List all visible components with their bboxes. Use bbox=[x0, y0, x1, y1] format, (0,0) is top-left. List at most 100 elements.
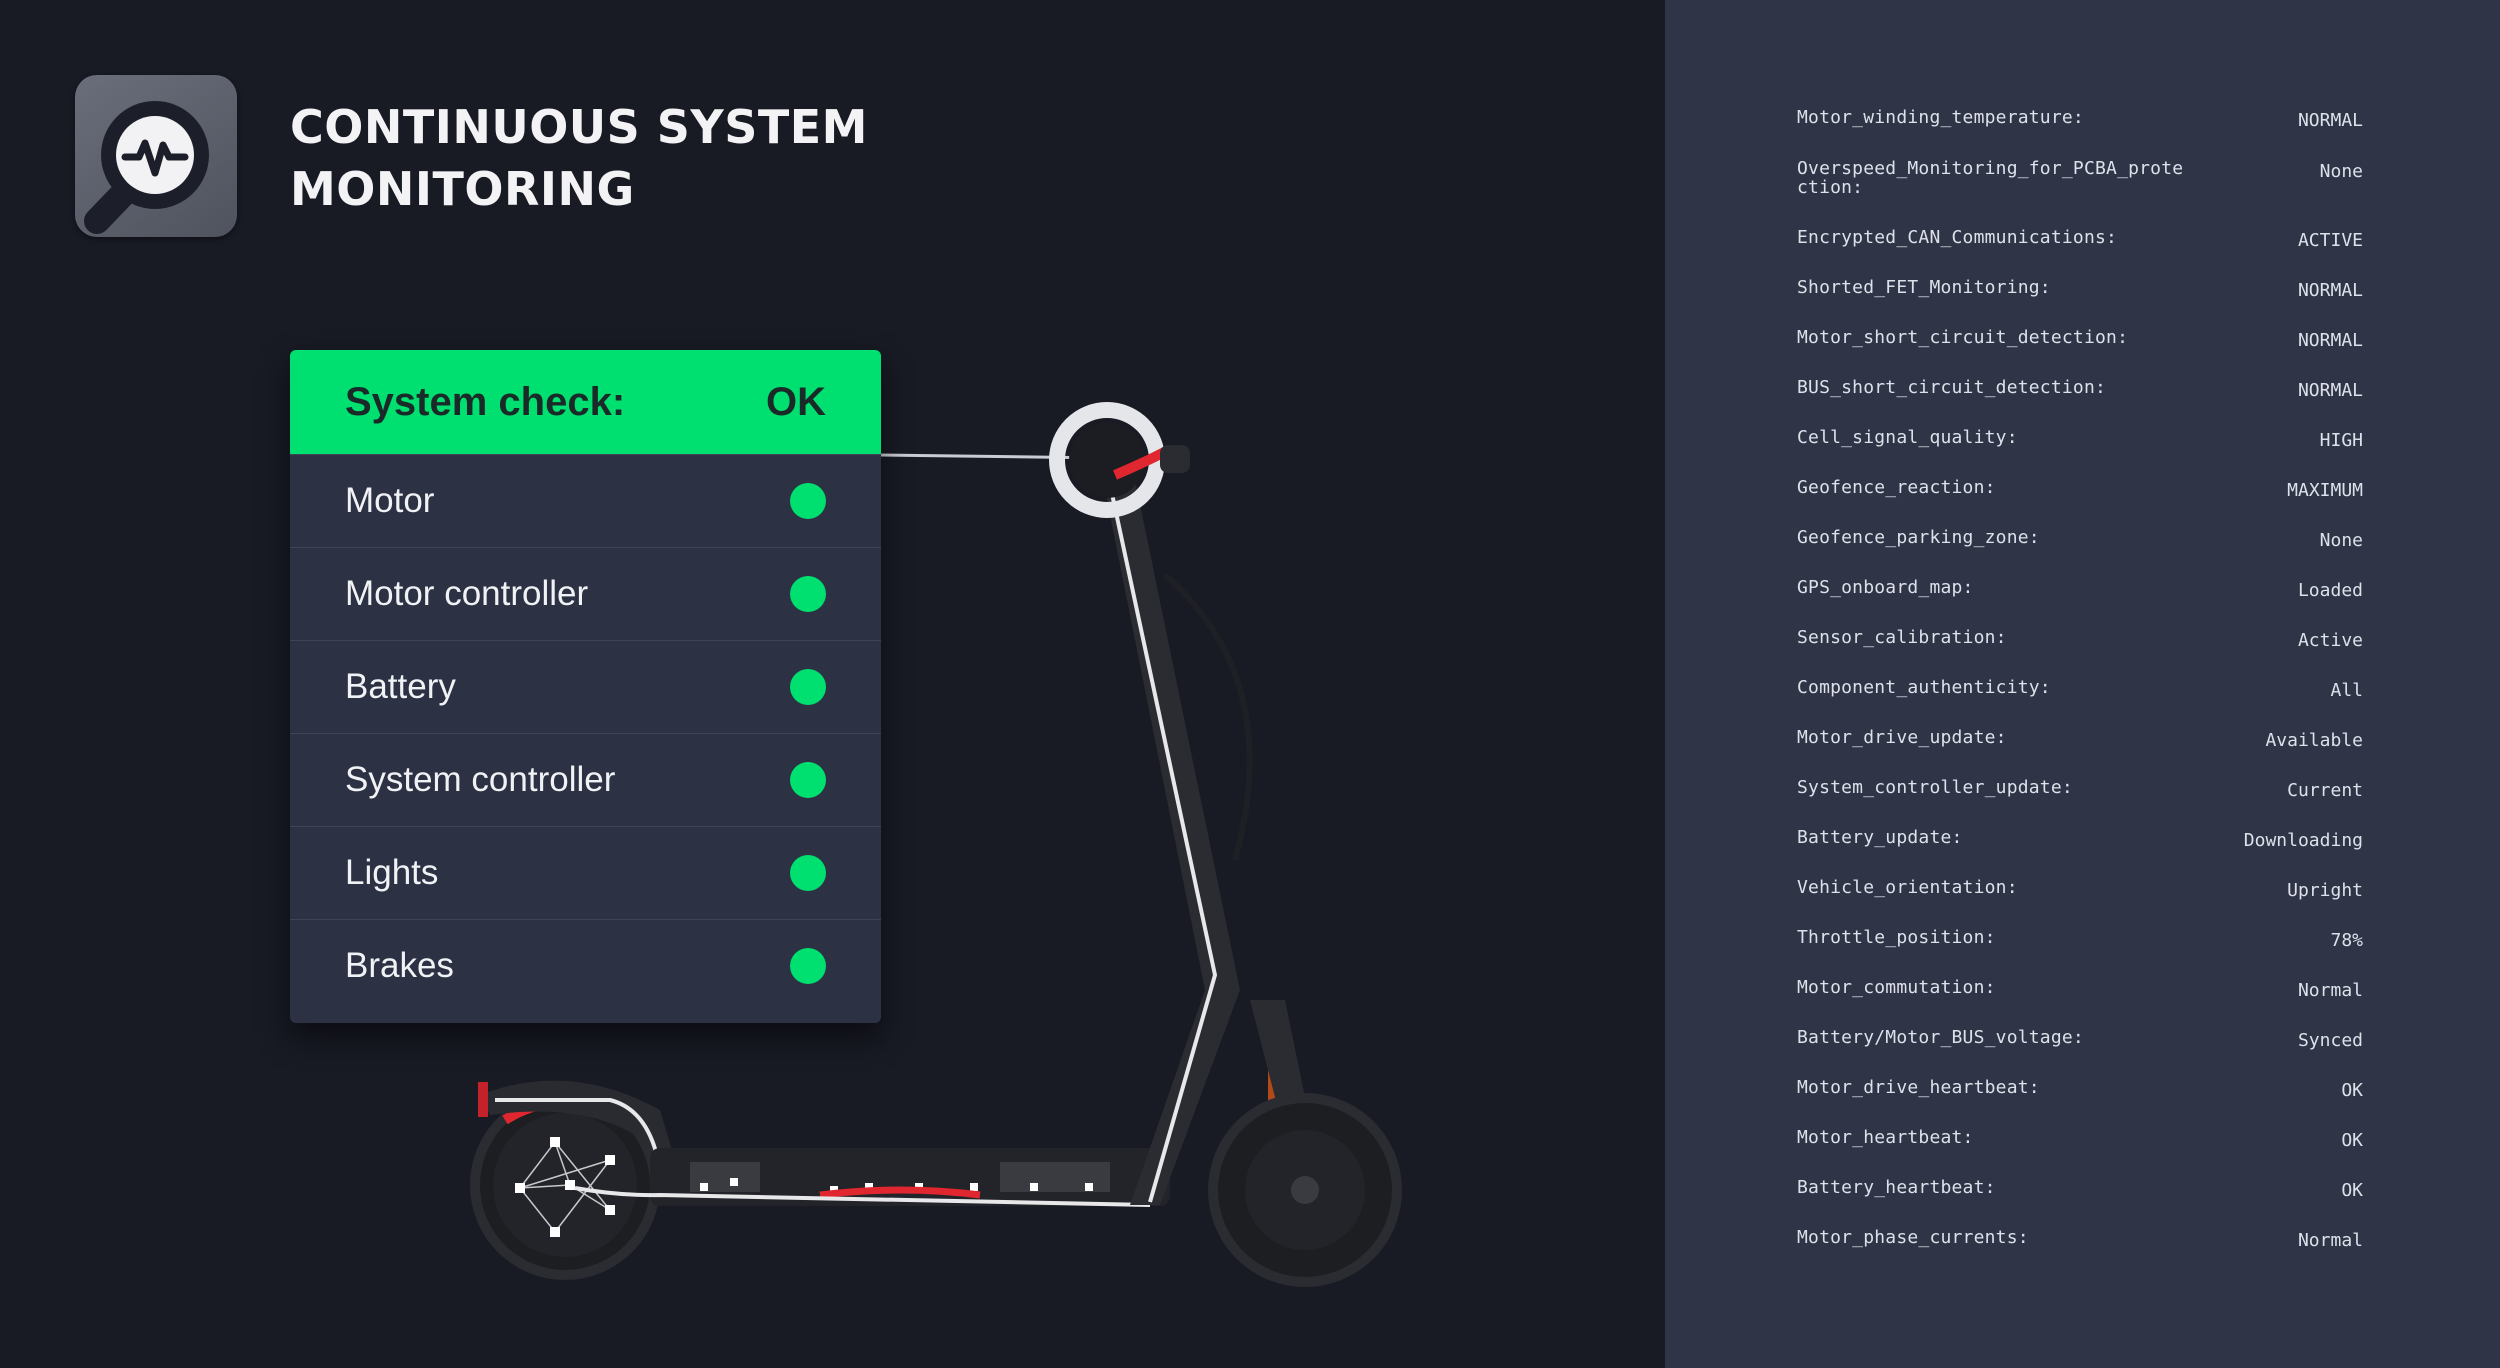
metric-row: Motor_short_circuit_detection: NORMAL bbox=[1797, 328, 2363, 350]
metric-row: Motor_heartbeat: OK bbox=[1797, 1128, 2363, 1150]
metric-key: Geofence_reaction: bbox=[1797, 477, 1996, 498]
status-ok-indicator bbox=[790, 762, 826, 798]
metric-value: ACTIVE bbox=[2297, 230, 2363, 251]
metric-value: Downloading bbox=[2243, 830, 2363, 851]
metric-key: Vehicle_orientation: bbox=[1797, 877, 2018, 898]
status-ok-indicator bbox=[790, 855, 826, 891]
metric-key: Battery/Motor_BUS_voltage: bbox=[1797, 1027, 2084, 1048]
metric-key: Motor_winding_temperature: bbox=[1797, 107, 2084, 128]
metric-row: Overspeed_Monitoring_for_PCBA_protection… bbox=[1797, 159, 2363, 197]
metric-row: Shorted_FET_Monitoring: NORMAL bbox=[1797, 278, 2363, 300]
metric-key: Motor_commutation: bbox=[1797, 977, 1996, 998]
metric-key: Cell_signal_quality: bbox=[1797, 427, 2018, 448]
metric-value: None bbox=[2319, 161, 2363, 182]
metric-key: Battery_heartbeat: bbox=[1797, 1177, 1996, 1198]
page-title-line-1: CONTINUOUS SYSTEM bbox=[290, 100, 868, 154]
app-logo bbox=[75, 75, 237, 237]
check-row-label: System controller bbox=[345, 760, 616, 799]
metric-row: Geofence_reaction: MAXIMUM bbox=[1797, 478, 2363, 500]
metric-value: Synced bbox=[2297, 1030, 2363, 1051]
check-row-brakes: Brakes bbox=[290, 919, 881, 1012]
check-row-motor-controller: Motor controller bbox=[290, 547, 881, 640]
metric-row: Sensor_calibration: Active bbox=[1797, 628, 2363, 650]
rear-wheel bbox=[470, 1090, 660, 1280]
metric-row: Geofence_parking_zone: None bbox=[1797, 528, 2363, 550]
metric-row: Motor_winding_temperature: NORMAL bbox=[1797, 108, 2363, 130]
system-check-card: System check: OK Motor Motor controller … bbox=[290, 350, 881, 1023]
metric-value: Upright bbox=[2287, 880, 2363, 901]
metric-value: Available bbox=[2265, 730, 2363, 751]
metric-row: Throttle_position: 78% bbox=[1797, 928, 2363, 950]
check-row-label: Lights bbox=[345, 853, 439, 892]
metric-row: Motor_drive_heartbeat: OK bbox=[1797, 1078, 2363, 1100]
scooter-illustration bbox=[470, 402, 1402, 1287]
metric-value: Normal bbox=[2297, 980, 2363, 1001]
handlebar-display bbox=[1049, 402, 1190, 518]
metric-key: System_controller_update: bbox=[1797, 777, 2073, 798]
heartbeat-magnifier-icon bbox=[84, 101, 209, 234]
metric-row: Battery_heartbeat: OK bbox=[1797, 1178, 2363, 1200]
system-check-header: System check: OK bbox=[290, 350, 881, 454]
status-ok-indicator bbox=[790, 483, 826, 519]
status-ok-indicator bbox=[790, 948, 826, 984]
metric-value: Normal bbox=[2297, 1230, 2363, 1251]
metric-key: Overspeed_Monitoring_for_PCBA_protection… bbox=[1797, 158, 2184, 198]
rear-light bbox=[478, 1082, 488, 1117]
metric-key: Motor_drive_heartbeat: bbox=[1797, 1077, 2040, 1098]
stem bbox=[1100, 465, 1240, 1205]
page-title-line-2: MONITORING bbox=[290, 162, 635, 216]
system-check-label: System check: bbox=[345, 379, 626, 424]
check-row-label: Battery bbox=[345, 667, 456, 706]
metric-key: Shorted_FET_Monitoring: bbox=[1797, 277, 2051, 298]
metric-row: Vehicle_orientation: Upright bbox=[1797, 878, 2363, 900]
metric-row: Battery/Motor_BUS_voltage: Synced bbox=[1797, 1028, 2363, 1050]
metric-key: Geofence_parking_zone: bbox=[1797, 527, 2040, 548]
front-wheel bbox=[1208, 1093, 1402, 1287]
check-row-lights: Lights bbox=[290, 826, 881, 919]
status-ok-indicator bbox=[790, 669, 826, 705]
metric-value: All bbox=[2330, 680, 2363, 701]
metric-row: BUS_short_circuit_detection: NORMAL bbox=[1797, 378, 2363, 400]
metric-row: Battery_update: Downloading bbox=[1797, 828, 2363, 850]
metric-key: Encrypted_CAN_Communications: bbox=[1797, 227, 2118, 248]
metric-key: Motor_heartbeat: bbox=[1797, 1127, 1974, 1148]
metric-value: None bbox=[2319, 530, 2363, 551]
metric-value: OK bbox=[2341, 1180, 2363, 1201]
metric-value: 78% bbox=[2330, 930, 2363, 951]
metric-key: Throttle_position: bbox=[1797, 927, 1996, 948]
metric-row: Encrypted_CAN_Communications: ACTIVE bbox=[1797, 228, 2363, 250]
metric-row: Cell_signal_quality: HIGH bbox=[1797, 428, 2363, 450]
page-title: CONTINUOUS SYSTEM MONITORING bbox=[290, 96, 890, 220]
metric-value: NORMAL bbox=[2297, 110, 2363, 131]
metric-key: Motor_drive_update: bbox=[1797, 727, 2007, 748]
check-row-label: Motor bbox=[345, 481, 435, 520]
metric-value: NORMAL bbox=[2297, 280, 2363, 301]
metric-value: OK bbox=[2341, 1130, 2363, 1151]
metric-key: BUS_short_circuit_detection: bbox=[1797, 377, 2107, 398]
metric-row: Motor_drive_update: Available bbox=[1797, 728, 2363, 750]
metric-row: GPS_onboard_map: Loaded bbox=[1797, 578, 2363, 600]
metric-value: Current bbox=[2287, 780, 2363, 801]
metric-row: System_controller_update: Current bbox=[1797, 778, 2363, 800]
metric-value: NORMAL bbox=[2297, 330, 2363, 351]
metric-value: HIGH bbox=[2319, 430, 2363, 451]
metric-row: Motor_commutation: Normal bbox=[1797, 978, 2363, 1000]
check-row-battery: Battery bbox=[290, 640, 881, 733]
metric-key: Battery_update: bbox=[1797, 827, 1963, 848]
metric-key: GPS_onboard_map: bbox=[1797, 577, 1974, 598]
check-row-label: Motor controller bbox=[345, 574, 589, 613]
metric-key: Motor_short_circuit_detection: bbox=[1797, 327, 2129, 348]
metric-row: Component_authenticity: All bbox=[1797, 678, 2363, 700]
metric-row: Motor_phase_currents:Normal bbox=[1797, 1228, 2363, 1250]
metric-value: Active bbox=[2297, 630, 2363, 651]
check-row-system-controller: System controller bbox=[290, 733, 881, 826]
check-row-label: Brakes bbox=[345, 946, 454, 985]
metric-value: Loaded bbox=[2297, 580, 2363, 601]
check-row-motor: Motor bbox=[290, 454, 881, 547]
metric-value: MAXIMUM bbox=[2287, 480, 2363, 501]
metric-key: Sensor_calibration: bbox=[1797, 627, 2007, 648]
metric-value: OK bbox=[2341, 1080, 2363, 1101]
metric-key: Component_authenticity: bbox=[1797, 677, 2051, 698]
metric-value: NORMAL bbox=[2297, 380, 2363, 401]
status-ok-indicator bbox=[790, 576, 826, 612]
